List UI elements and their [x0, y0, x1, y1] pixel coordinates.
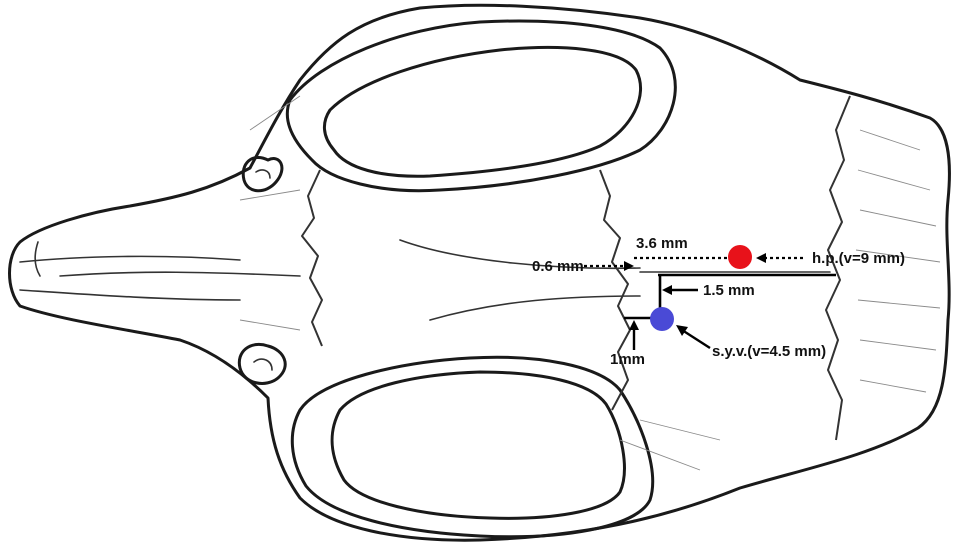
zygomatic-left-upper	[243, 157, 282, 190]
small-offset-label: 1mm	[610, 351, 645, 368]
syv-arrowhead	[676, 325, 688, 336]
bregma-offset-label: 0.6 mm	[532, 258, 584, 275]
hp-arrowhead	[756, 253, 766, 263]
syv-arrow-line	[682, 330, 710, 348]
bregma-arrowhead	[624, 261, 634, 271]
vertical-offset-label: 1.5 mm	[703, 282, 755, 299]
small-arrowhead	[629, 320, 639, 330]
lower-orbit	[292, 357, 652, 537]
vertical-arrowhead	[662, 285, 672, 295]
upper-orbit	[287, 21, 675, 191]
syv-target-label: s.y.v.(v=4.5 mm)	[712, 343, 826, 360]
syv-target-marker	[650, 307, 674, 331]
hp-target-label: h.p.(v=9 mm)	[812, 250, 905, 267]
zygomatic-left-lower	[239, 344, 285, 383]
lateral-offset-label: 3.6 mm	[636, 235, 688, 252]
hp-target-marker	[728, 245, 752, 269]
skull-shading	[240, 96, 940, 470]
